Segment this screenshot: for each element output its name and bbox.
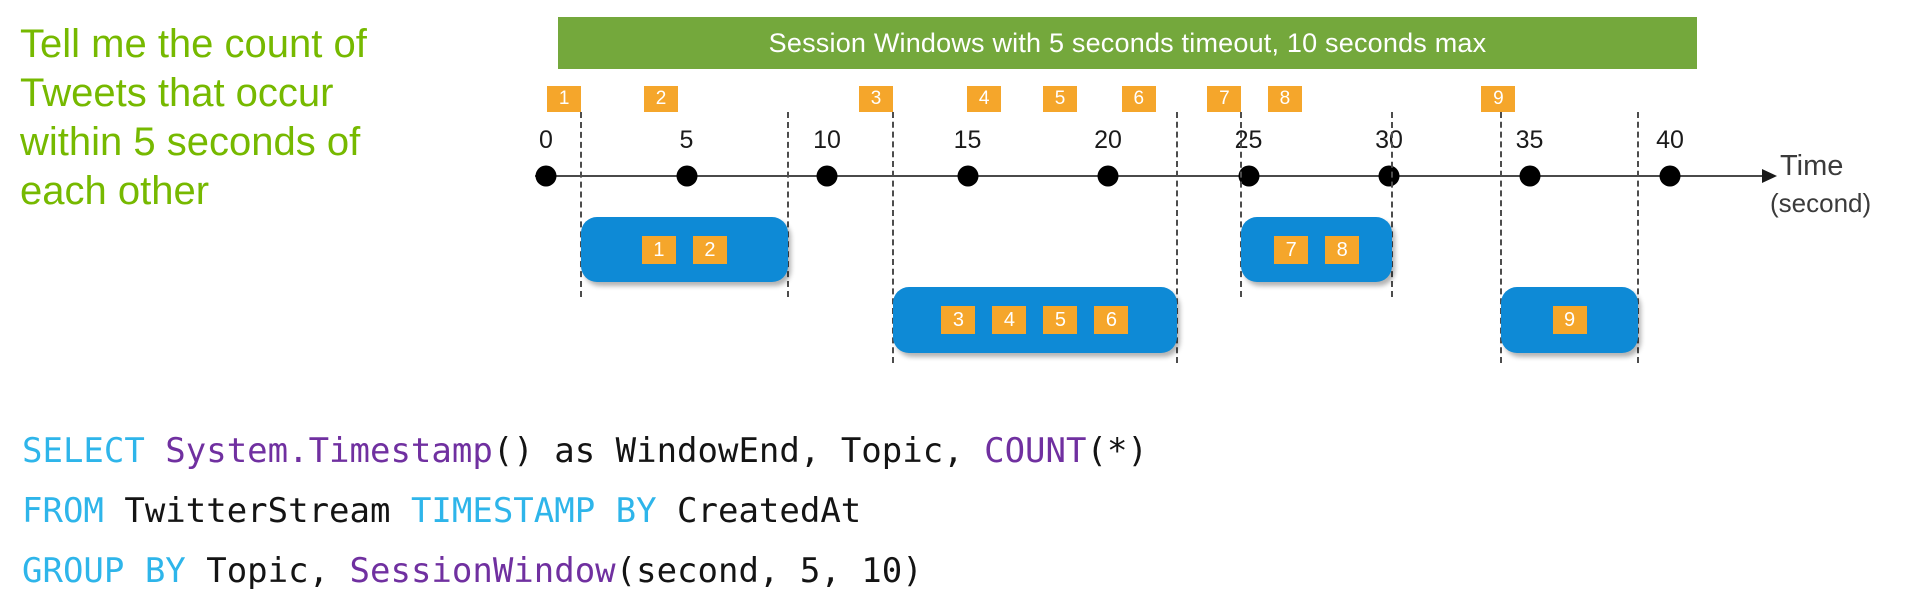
- code-token: GROUP BY: [22, 551, 186, 591]
- tick-label: 40: [1656, 126, 1684, 154]
- event-chip: 6: [1094, 306, 1129, 334]
- time-axis-line: [535, 175, 1768, 177]
- event-chip: 8: [1325, 235, 1360, 264]
- event-box: 9: [1481, 86, 1516, 112]
- code-line: SELECT System.Timestamp() as WindowEnd, …: [22, 421, 1148, 481]
- window-boundary-dashed-line: [892, 112, 895, 363]
- window-boundary-dashed-line: [1240, 112, 1243, 297]
- tick-dot: [1238, 165, 1259, 187]
- time-axis-label: Time: [1780, 150, 1844, 182]
- tick-dot: [1519, 165, 1540, 187]
- event-chip: 9: [1552, 306, 1587, 334]
- tick-dot: [676, 165, 697, 187]
- tick-dot: [1097, 165, 1119, 187]
- window-boundary-dashed-line: [1500, 112, 1503, 363]
- time-axis-unit-label: (second): [1770, 188, 1872, 218]
- code-token: COUNT: [984, 431, 1087, 471]
- event-box: 1: [547, 86, 582, 112]
- tick-label: 5: [679, 126, 694, 154]
- event-box: 3: [859, 86, 894, 112]
- tick-label: 0: [539, 126, 553, 154]
- code-token: System.Timestamp: [144, 431, 493, 471]
- event-box: 6: [1121, 86, 1156, 112]
- time-axis-arrowhead-icon: [1762, 169, 1777, 183]
- prompt-line: each other: [20, 169, 210, 213]
- event-chip: 1: [641, 235, 676, 264]
- event-chip: 2: [692, 235, 727, 264]
- code-line: FROM TwitterStream TIMESTAMP BY CreatedA…: [22, 481, 1148, 541]
- tick-dot: [957, 165, 978, 187]
- prompt-line: Tell me the count of: [20, 22, 367, 66]
- session-window-banner: Session Windows with 5 seconds timeout, …: [558, 17, 1697, 69]
- code-token: (*): [1086, 431, 1148, 471]
- event-box: 5: [1043, 86, 1078, 112]
- tick-label: 35: [1515, 126, 1544, 154]
- code-token: (second, 5, 10): [615, 551, 923, 591]
- prompt-line: within 5 seconds of: [20, 120, 361, 164]
- window-boundary-dashed-line: [1636, 112, 1639, 363]
- tick-label: 25: [1234, 126, 1263, 154]
- tick-label: 10: [813, 126, 841, 154]
- code-token: SELECT: [22, 431, 145, 471]
- event-box: 2: [644, 86, 679, 112]
- code-token: SessionWindow: [349, 551, 616, 591]
- prompt-text: Tell me the count of Tweets that occur w…: [20, 20, 367, 216]
- event-chip: 5: [1043, 306, 1078, 334]
- session-window: 9: [1501, 287, 1638, 353]
- code-token: TIMESTAMP BY: [410, 491, 657, 531]
- event-chip: 3: [941, 306, 976, 334]
- tick-label: 15: [953, 126, 982, 154]
- window-boundary-dashed-line: [1175, 112, 1178, 363]
- tick-label: 20: [1094, 126, 1122, 154]
- event-box: 7: [1207, 86, 1242, 112]
- prompt-line: Tweets that occur: [20, 71, 334, 115]
- window-boundary-dashed-line: [786, 112, 789, 297]
- sql-query: SELECT System.Timestamp() as WindowEnd, …: [22, 421, 1148, 601]
- code-token: CreatedAt: [656, 491, 862, 531]
- code-line: GROUP BY Topic, SessionWindow(second, 5,…: [22, 541, 1148, 601]
- tick-dot: [816, 165, 838, 187]
- window-boundary-dashed-line: [1390, 112, 1393, 297]
- tick-label: 30: [1375, 126, 1403, 154]
- window-boundary-dashed-line: [580, 112, 583, 297]
- code-token: () as WindowEnd, Topic,: [492, 431, 985, 471]
- tick-dot: [1378, 165, 1400, 187]
- event-chip: 7: [1274, 235, 1309, 264]
- tick-dot: [1659, 165, 1681, 187]
- event-box: 8: [1267, 86, 1302, 112]
- code-token: Topic,: [185, 551, 350, 591]
- event-box: 4: [967, 86, 1002, 112]
- code-token: FROM: [22, 491, 104, 531]
- event-chip: 4: [992, 306, 1027, 334]
- tick-dot: [535, 165, 557, 187]
- code-token: TwitterStream: [103, 491, 411, 531]
